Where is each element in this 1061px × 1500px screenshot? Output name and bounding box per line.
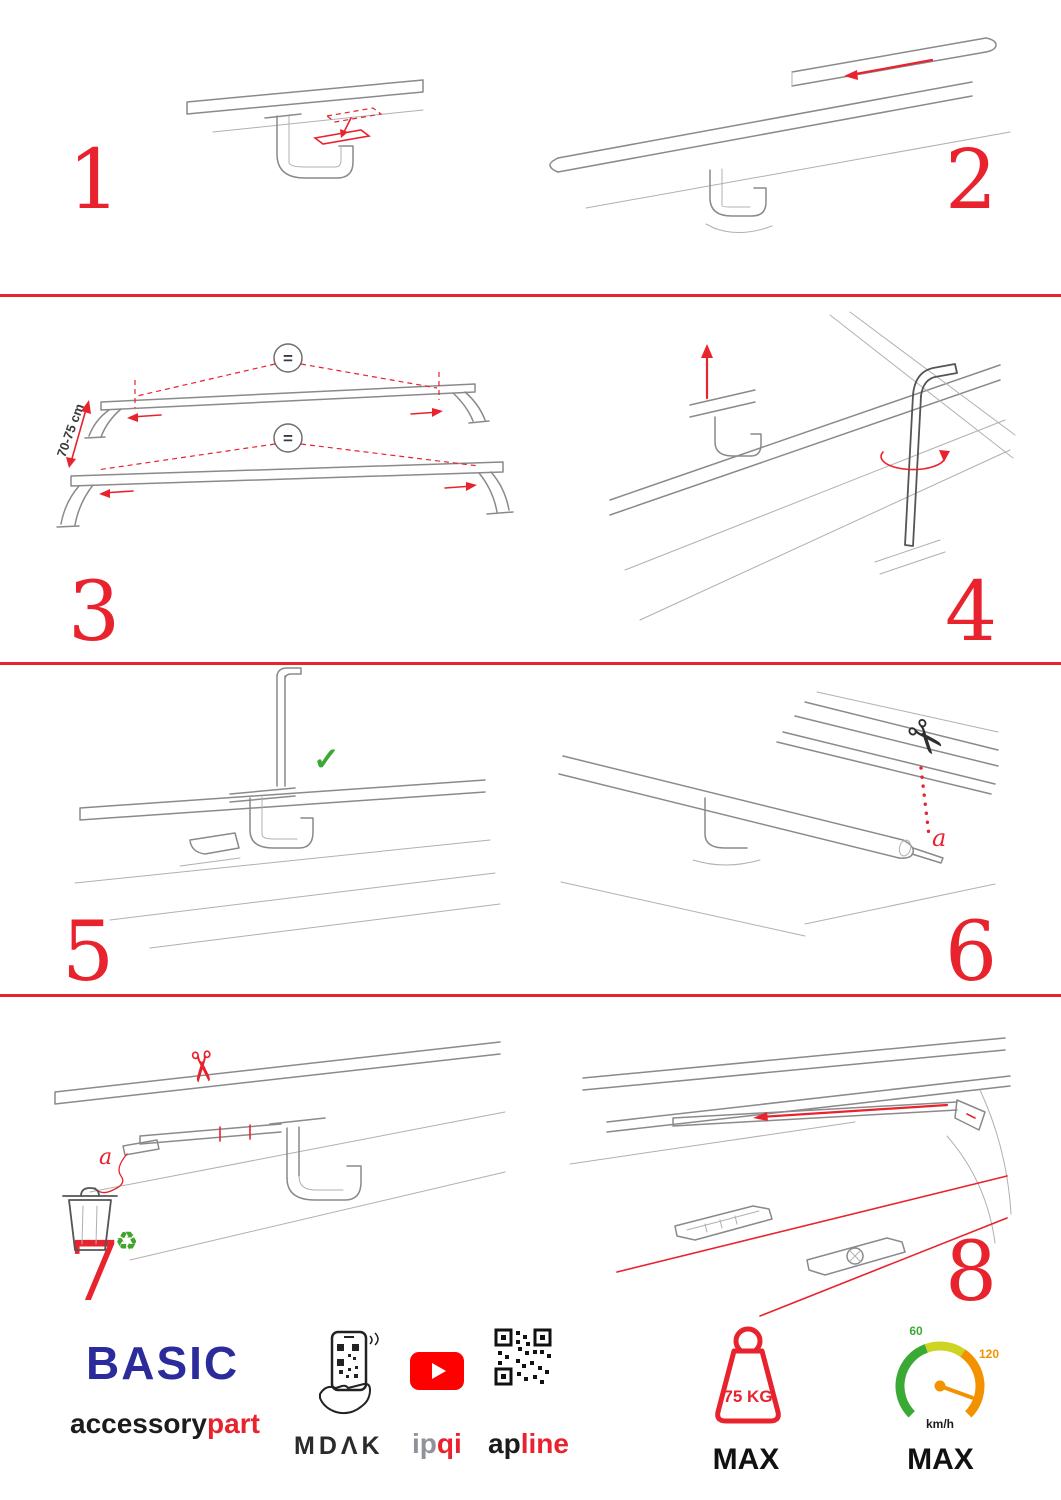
step-1-number: 1 [68,133,121,228]
partner-apline-black: ap [488,1428,521,1459]
scissors-icon: ✂ [177,1047,227,1086]
section-divider [0,994,1061,997]
partner-ipqi-logo: ipqi [412,1428,462,1460]
partner-ipqi-red: qi [436,1428,462,1459]
brand-logo: BASIC [86,1337,240,1389]
hand-outline [319,1382,371,1415]
clamp-outline [689,389,762,457]
discard-squiggle [94,1153,128,1194]
step-3-illustration: = = 70-75 cm [35,316,540,581]
distance-label: 70-75 cm [54,402,87,459]
clamp-outline [264,113,354,179]
weight-max-label: MAX [712,1443,780,1476]
step-7-number: 7 [68,1225,121,1320]
red-arrow [340,129,348,138]
section-divider [0,662,1061,665]
check-icon: ✓ [313,741,340,777]
step-2-number: 2 [945,133,998,228]
adapter-plate-right [806,1237,906,1276]
weight-value: 75 KG [723,1387,772,1406]
strip-a-label: a [932,824,946,852]
partner-mdak-logo: MDΛK [294,1432,384,1460]
clamp-outline [269,1117,362,1201]
speedometer-icon: 60 120 km/h [882,1320,1000,1438]
equal-symbol: = [283,429,293,448]
equal-symbol: = [283,349,293,368]
phone-qr-icon [312,1326,388,1426]
strip-a-label: a [99,1145,112,1170]
partner-apline-red: line [520,1428,569,1459]
dimension-leaders [96,363,480,498]
step-8-illustration [555,1018,1030,1318]
step-1-illustration [165,52,455,242]
step-6-number: 6 [945,905,998,1000]
brand-subtitle: accessorypart [70,1408,260,1440]
end-cap-cover [791,37,997,87]
crossbar-outline [549,81,1011,209]
step-7-illustration: ✂ a ♻ [35,1028,510,1263]
door-frame-outline [54,1041,506,1261]
weight-limit-icon: 75 KG [698,1322,798,1440]
step-4-number: 4 [945,565,998,660]
partner-ipqi-gray: ip [412,1428,437,1459]
clamp-outline [705,168,773,233]
youtube-icon [410,1352,464,1390]
step-2-illustration [540,28,1015,238]
roof-edge-outline [609,311,1016,621]
strip-outline [122,1123,282,1156]
scissors-icon: ✂ [893,706,958,769]
rotate-arrow [880,450,950,471]
step-8-number: 8 [945,1225,998,1320]
speed-unit-label: km/h [926,1417,954,1431]
step-6-illustration: ✂ a [555,688,1000,943]
step-4-illustration [595,310,1016,635]
clamp-outline [179,787,314,867]
crossbar-tube-outline [558,755,944,864]
bar-distance-dimension: 70-75 cm [54,400,91,468]
brand-subtitle-black: accessory [70,1408,208,1439]
brand-subtitle-red: part [207,1408,260,1439]
guide-lines [616,1175,1008,1317]
support-foot-outline [692,797,761,866]
rail-strip-outline [672,1099,986,1131]
section-divider [0,294,1061,297]
roof-outline [569,1037,1012,1244]
roof-rail-outline [186,79,424,133]
roof-outline [560,691,999,937]
adapter-plate-left [674,1205,773,1241]
step-5-illustration: ✓ [55,667,505,953]
locking-pin-outline [276,667,302,787]
insert-direction-arrow [701,344,713,400]
speed-max-label: MAX [907,1443,974,1476]
step-3-number: 3 [68,565,121,660]
step-5-number: 5 [62,905,115,1000]
slide-direction-arrow [844,58,934,80]
rubber-pad-insert [313,107,383,145]
qr-code [492,1326,554,1388]
front-crossbar-outline [84,383,490,439]
speed-min-label: 60 [909,1324,923,1338]
door-frame-outline [74,779,501,949]
partner-apline-logo: apline [488,1428,569,1460]
trash-bin-icon [62,1187,118,1251]
rear-crossbar-outline [56,461,514,528]
speed-max-value: 120 [979,1347,999,1361]
recycle-icon: ♻ [115,1226,138,1256]
equal-spacing-badge: = = [273,343,303,453]
phone-qr-modules [337,1344,359,1378]
